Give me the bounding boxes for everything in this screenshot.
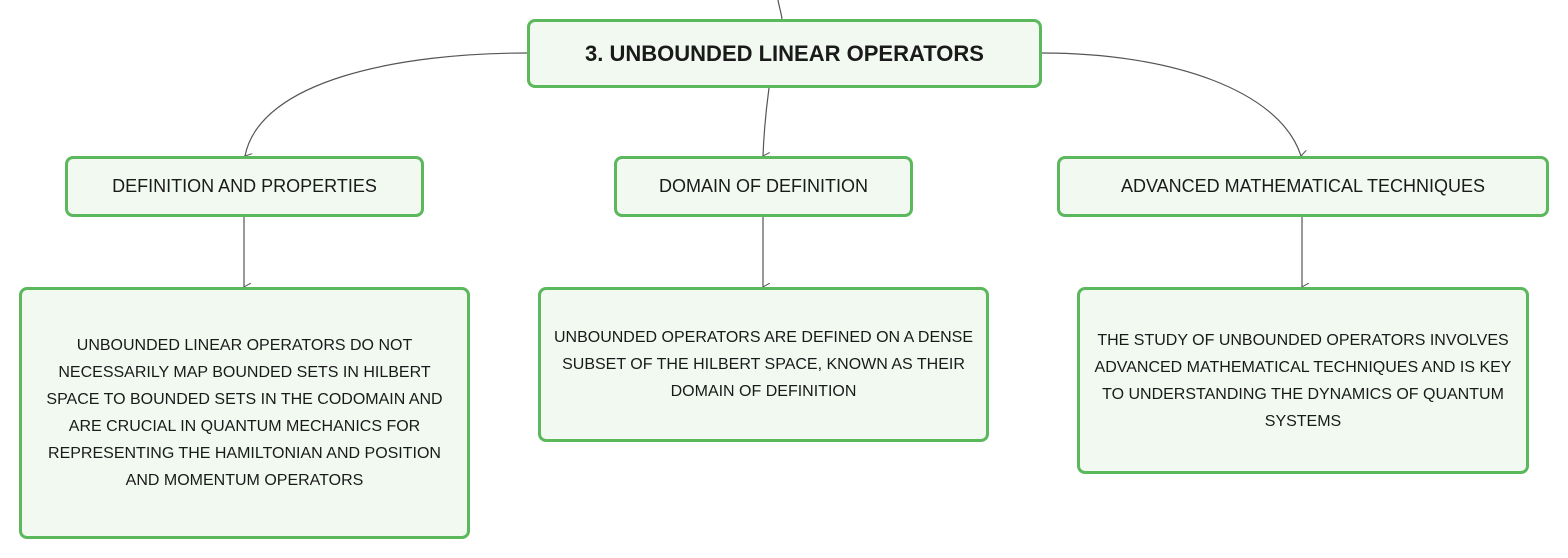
topic-node-definition-and-properties[interactable]: DEFINITION AND PROPERTIES	[65, 156, 424, 217]
detail-node-domain-of-definition[interactable]: UNBOUNDED OPERATORS ARE DEFINED ON A DEN…	[538, 287, 989, 442]
root-node[interactable]: 3. UNBOUNDED LINEAR OPERATORS	[527, 19, 1042, 88]
detail-node-text: UNBOUNDED LINEAR OPERATORS DO NOT NECESS…	[46, 337, 443, 489]
topic-node-label: DEFINITION AND PROPERTIES	[112, 176, 377, 196]
topic-node-label: ADVANCED MATHEMATICAL TECHNIQUES	[1120, 176, 1486, 196]
detail-node-text: UNBOUNDED OPERATORS ARE DEFINED ON A DEN…	[553, 329, 974, 400]
root-node-label: 3. UNBOUNDED LINEAR OPERATORS	[585, 40, 984, 66]
detail-node-advanced-mathematical-techniques[interactable]: THE STUDY OF UNBOUNDED OPERATORS INVOLVE…	[1077, 287, 1529, 474]
detail-node-text: THE STUDY OF UNBOUNDED OPERATORS INVOLVE…	[1094, 331, 1512, 430]
topic-node-label: DOMAIN OF DEFINITION	[659, 176, 868, 196]
connector-root-to-definition	[245, 52, 528, 156]
connector-root-to-domain	[763, 87, 769, 156]
topic-node-advanced-mathematical-techniques[interactable]: ADVANCED MATHEMATICAL TECHNIQUES	[1057, 156, 1549, 217]
incoming-connector	[777, 0, 783, 20]
detail-node-definition-and-properties[interactable]: UNBOUNDED LINEAR OPERATORS DO NOT NECESS…	[19, 287, 470, 539]
topic-node-domain-of-definition[interactable]: DOMAIN OF DEFINITION	[614, 156, 913, 217]
connector-root-to-advanced	[1041, 52, 1301, 156]
